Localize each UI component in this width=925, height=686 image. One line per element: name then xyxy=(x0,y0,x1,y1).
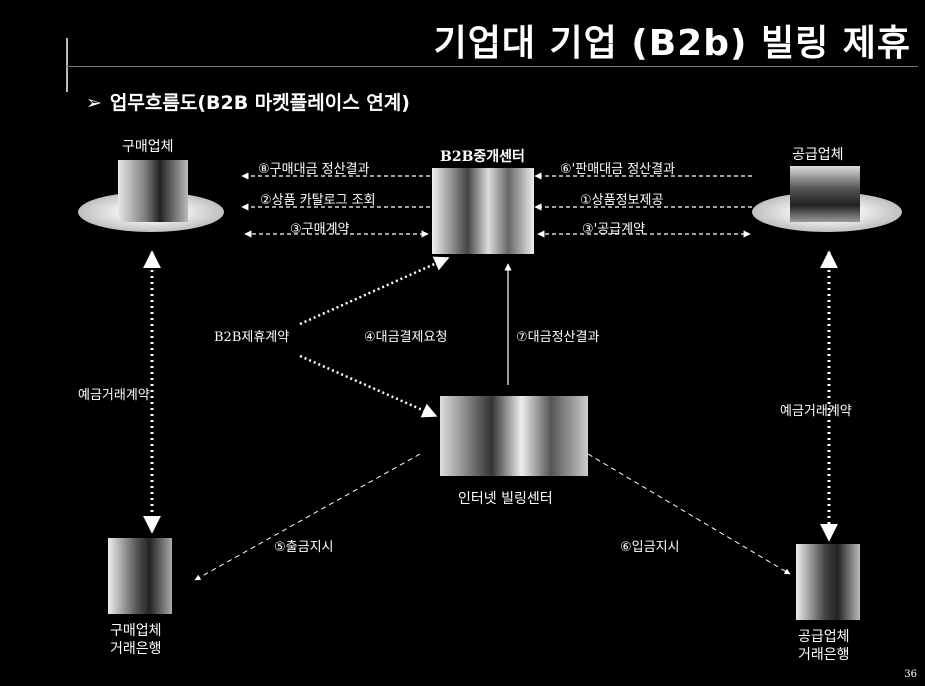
edge-line-5 xyxy=(194,453,421,581)
supplier-bank-label-line2: 거래은행 xyxy=(798,647,850,663)
edge-line-b2b-contract-down xyxy=(299,354,438,418)
edge-label-2: ②상품 카탈로그 조회 xyxy=(260,193,376,208)
edge-label-supplier-deposit: 예금거래계약 xyxy=(780,404,852,419)
supplier-label: 공급업체 xyxy=(792,147,844,163)
edge-label-6: ⑥입금지시 xyxy=(620,540,680,555)
buyer-bank-label-line1: 구매업체 xyxy=(110,623,162,639)
accent-line xyxy=(66,38,68,92)
slide-subtitle: ➢ 업무흐름도(B2B 마켓플레이스 연계) xyxy=(86,88,410,115)
edge-label-buyer-deposit: 예금거래계약 xyxy=(78,388,150,403)
edge-label-7: ⑦대금정산결과 xyxy=(516,330,600,345)
edge-label-8: ⑧구매대금 정산결과 xyxy=(258,162,370,177)
buyer-label: 구매업체 xyxy=(122,139,174,155)
buyer-bank-label: 구매업체 거래은행 xyxy=(110,622,162,658)
supplier-building-icon xyxy=(790,166,860,222)
edge-label-b2b-contract: B2B제휴계약 xyxy=(214,330,290,345)
billing-center-label: 인터넷 빌링센터 xyxy=(458,491,553,507)
buyer-bank-label-line2: 거래은행 xyxy=(110,641,162,657)
billing-center-building-icon xyxy=(440,396,588,476)
page-number: 36 xyxy=(904,669,917,680)
edge-label-3p: ③'공급계약 xyxy=(582,222,646,237)
edge-label-6p: ⑥'판매대금 정산결과 xyxy=(560,162,676,177)
buyer-bank-building-icon xyxy=(108,538,172,614)
edge-line-b2b-contract-up xyxy=(299,256,450,326)
edge-label-5: ⑤출금지시 xyxy=(274,540,334,555)
edge-label-3: ③구매계약 xyxy=(290,222,350,237)
bullet-arrow-icon: ➢ xyxy=(86,92,102,114)
supplier-bank-label: 공급업체 거래은행 xyxy=(798,628,850,664)
buyer-building-icon xyxy=(118,160,188,222)
b2b-center-building-icon xyxy=(432,168,534,254)
supplier-bank-label-line1: 공급업체 xyxy=(798,629,850,645)
title-rule xyxy=(66,66,918,67)
edge-label-4: ④대금결제요청 xyxy=(364,330,448,345)
edge-label-1: ①상품정보제공 xyxy=(580,193,664,208)
slide-title: 기업대 기업 (B2b) 빌링 제휴 xyxy=(433,23,911,64)
b2b-center-label: B2B중개센터 xyxy=(440,149,525,165)
edge-line-6 xyxy=(587,453,791,575)
subtitle-text: 업무흐름도(B2B 마켓플레이스 연계) xyxy=(109,92,410,114)
supplier-bank-building-icon xyxy=(796,544,860,620)
